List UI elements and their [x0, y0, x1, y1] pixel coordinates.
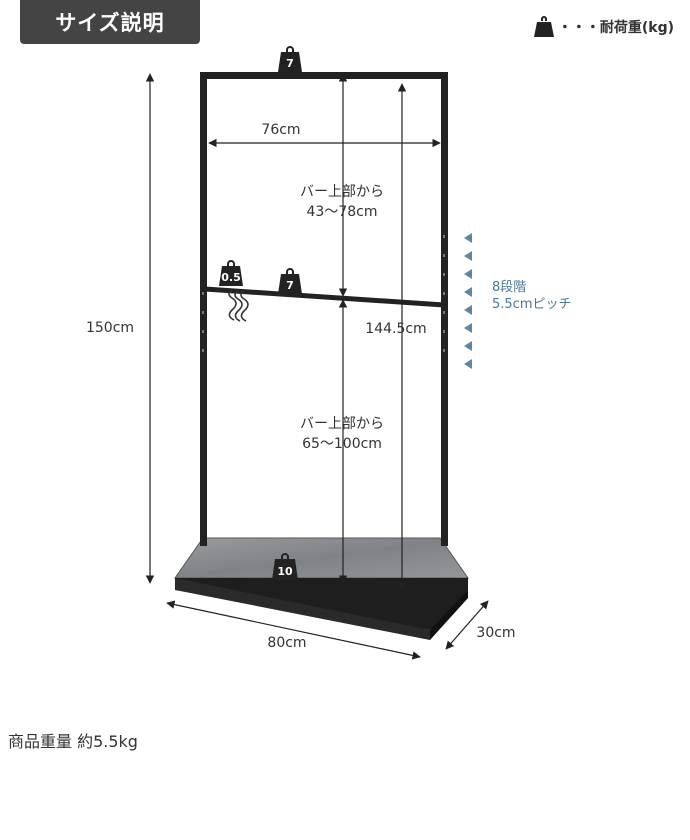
depth-label: 30cm	[476, 625, 515, 641]
weight-middle-value: 7	[286, 279, 294, 292]
adjust-arrows	[464, 233, 472, 369]
inner-height-label: 144.5cm	[365, 321, 426, 337]
weight-badge-middle: 7	[278, 268, 302, 294]
section-title: サイズ説明	[20, 0, 200, 44]
inner-width-label: 76cm	[261, 122, 300, 138]
lower-range-label-2: 65〜100cm	[302, 436, 382, 452]
adjust-pitch-label: 5.5cmピッチ	[492, 297, 572, 312]
total-height-label: 150cm	[86, 320, 134, 336]
s-hooks	[228, 289, 249, 322]
base-width-label: 80cm	[267, 635, 306, 651]
weight-badge-hook: 0.5	[219, 260, 243, 286]
frame	[200, 72, 448, 546]
base-plate	[174, 537, 469, 640]
weight-base-value: 10	[277, 565, 293, 578]
upper-range-label-2: 43〜78cm	[307, 204, 378, 220]
weight-badge-top: 7	[278, 46, 302, 72]
upper-range-label-1: バー上部から	[300, 184, 384, 200]
weight-icon	[533, 16, 554, 37]
weight-badge-base: 10	[272, 553, 298, 580]
weight-hook-value: 0.5	[221, 271, 241, 284]
weight-legend: ・・・耐荷重(kg)	[533, 16, 674, 38]
product-weight: 商品重量 約5.5kg	[8, 732, 138, 751]
weight-top-value: 7	[286, 57, 294, 70]
lower-range-label-1: バー上部から	[300, 416, 384, 432]
adjust-steps-label: 8段階	[492, 280, 526, 295]
legend-label: ・・・耐荷重(kg)	[557, 20, 674, 36]
depth-line	[445, 600, 489, 650]
base-width-line	[166, 600, 421, 660]
